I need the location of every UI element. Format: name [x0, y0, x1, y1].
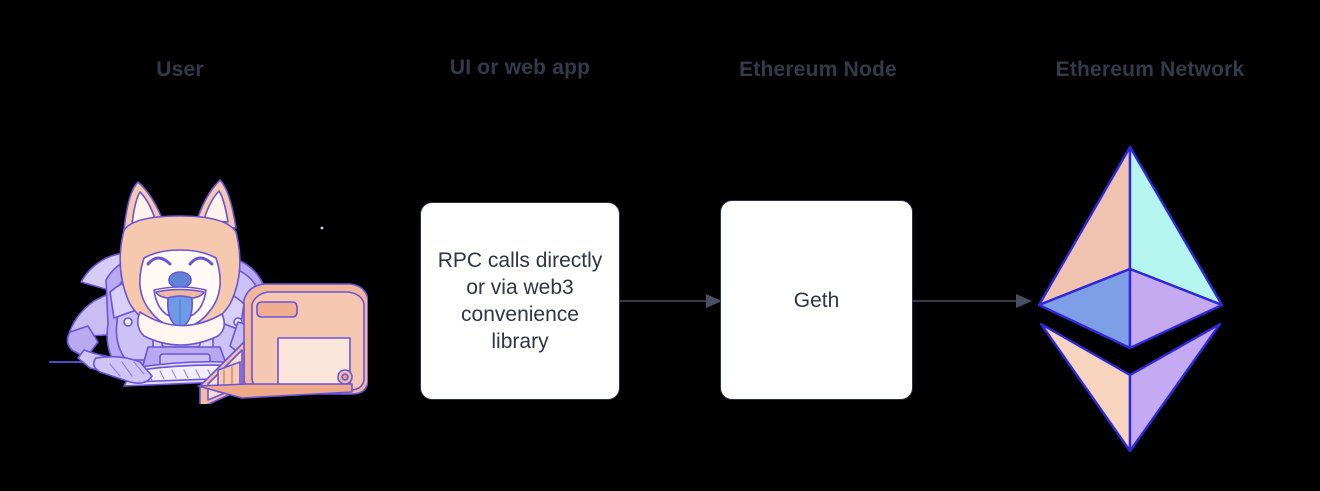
node-box-rpc-calls-label: RPC calls directly or via web3 convenien…	[437, 249, 603, 353]
arrow-geth-to-ethereum-network	[912, 294, 1032, 308]
column-title-user: User	[156, 58, 204, 81]
node-box-geth[interactable]: Geth	[720, 200, 913, 400]
node-box-rpc-calls[interactable]: RPC calls directly or via web3 convenien…	[420, 202, 620, 400]
ethereum-diamond-logo-icon	[1037, 145, 1224, 453]
shiba-astronaut-at-computer-icon	[49, 179, 368, 404]
column-title-ethereum-node: Ethereum Node	[739, 58, 897, 81]
arrow-rpc-to-geth	[620, 294, 722, 308]
node-box-geth-label: Geth	[793, 288, 840, 312]
column-title-ethereum-network: Ethereum Network	[1055, 58, 1245, 81]
column-title-ui-or-web-app: UI or web app	[449, 56, 591, 79]
